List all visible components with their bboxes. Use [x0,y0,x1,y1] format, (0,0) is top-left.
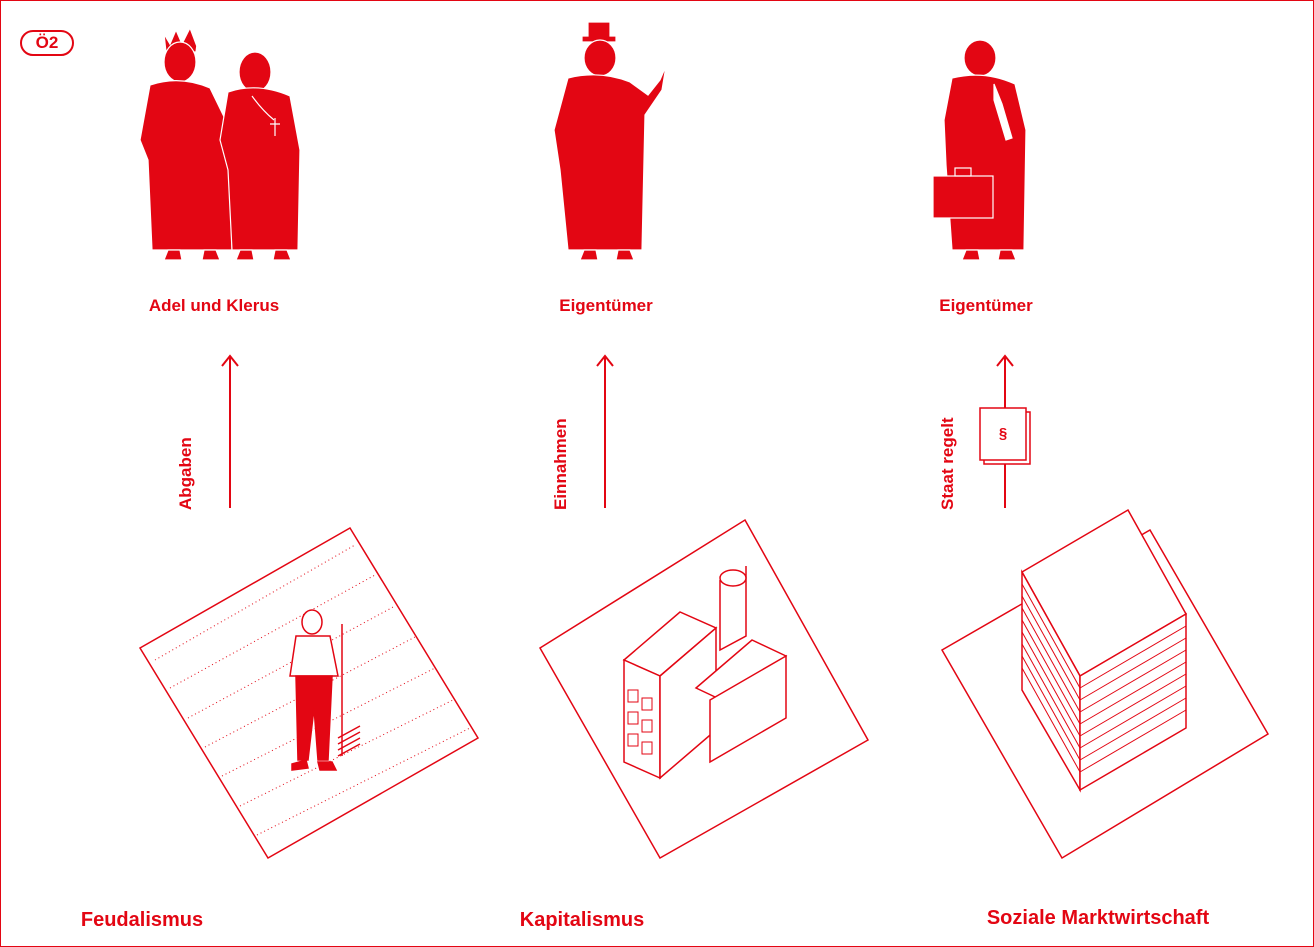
peasant-figure-icon [289,609,361,771]
law-paragraph-symbol: § [998,425,1008,442]
label-abgaben: Abgaben [176,437,195,510]
label-soziale-marktwirtschaft: Soziale Marktwirtschaft [986,907,1210,929]
label-feudalismus: Feudalismus [80,909,204,931]
king-figure-icon [139,26,233,261]
bishop-figure-icon [219,51,301,261]
law-book-icon [979,407,1031,465]
arrow-abgaben-icon [221,354,239,508]
businessman-figure-icon [943,39,1027,261]
label-adel-und-klerus: Adel und Klerus [148,296,280,315]
owner-tophat-figure-icon [553,21,667,261]
briefcase-icon [932,167,994,219]
label-eigentuemer-kapitalismus: Eigentümer [559,296,653,315]
label-einnahmen: Einnahmen [551,418,570,510]
factory-building-icon [622,566,788,780]
arrow-einnahmen-icon [596,354,614,508]
field-plot-icon [138,526,480,860]
label-staat-regelt: Staat regelt [938,417,957,510]
office-tower-icon [1020,508,1188,793]
figure-badge: Ö2 [20,30,74,56]
label-kapitalismus: Kapitalismus [519,909,645,931]
label-eigentuemer-marktwirtschaft: Eigentümer [939,296,1033,315]
